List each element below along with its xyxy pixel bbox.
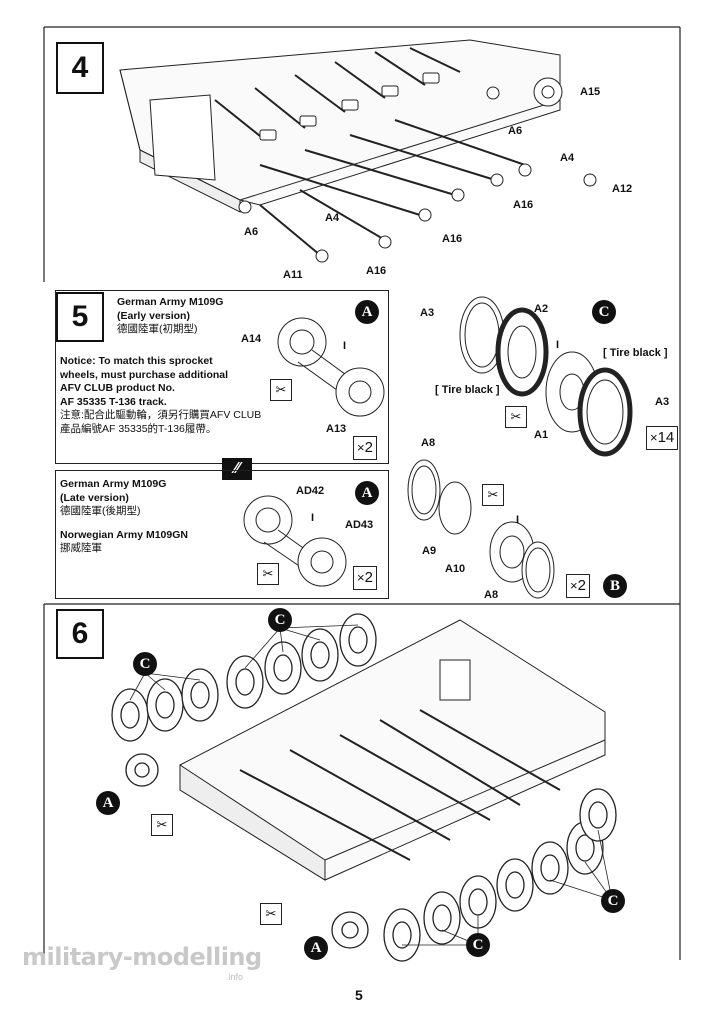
step4-torsion-bars: [214, 47, 526, 256]
step4-label-a6-right: A6: [508, 125, 523, 137]
road-wheel-label-i: I: [556, 339, 560, 351]
early-glue-cement-icon: ✂: [270, 379, 292, 401]
late-label-i: I: [311, 512, 315, 524]
early-title-cn: 德國陸軍(初期型): [117, 323, 198, 335]
notice-line-3: AFV CLUB product No.: [60, 382, 175, 394]
step6-hull: [179, 619, 606, 881]
step5-late-sprocket: [243, 495, 347, 587]
or-divider-icon: ⁄⁄: [222, 458, 252, 480]
step5-late-panel: [55, 470, 389, 599]
step5-early-sprocket: [277, 317, 385, 417]
page-number: 5: [355, 987, 363, 1003]
idler-label-i: I: [516, 514, 520, 526]
notice-cn-line-1: 注意:配合此驅動輪，須另行購買AFV CLUB: [60, 409, 262, 421]
step6-badge-c-top: C: [268, 608, 292, 632]
step4-label-a16-2: A16: [442, 233, 463, 245]
step6-badge-a-left: A: [96, 791, 120, 815]
idler-badge-b: B: [603, 574, 627, 598]
road-wheel-tire-black-left: [ Tire black ]: [435, 384, 500, 396]
step5-late-title: German Army M109G (Late version) 德國陸軍(後期…: [60, 478, 188, 556]
late-badge-a: A: [355, 481, 379, 505]
step4-label-a12: A12: [612, 183, 633, 195]
late-label-ad42: AD42: [296, 485, 325, 497]
step4-label-a11: A11: [283, 269, 303, 281]
step4-arms: [238, 72, 597, 263]
early-subtitle-en: (Early version): [117, 309, 190, 322]
step6-badge-a-bottom: A: [304, 936, 328, 960]
early-badge-a: A: [355, 300, 379, 324]
step4-label-a4-left: A4: [325, 212, 340, 224]
notice-line-1: Notice: To match this sprocket: [60, 355, 213, 367]
step6-glue-cement-icon-bottom: ✂: [260, 903, 282, 925]
idler-label-a10: A10: [445, 563, 466, 575]
road-wheel-label-a3-bottom: A3: [655, 396, 670, 408]
idler-glue-cement-icon: ✂: [482, 484, 504, 506]
road-wheel-label-a3-top: A3: [420, 307, 435, 319]
road-wheel-label-a2: A2: [534, 303, 549, 315]
late-title-cn: 德國陸軍(後期型): [60, 505, 141, 517]
idler-label-a8-top: A8: [421, 437, 436, 449]
step6-torsion-bars: [239, 709, 561, 861]
step5-number: 5: [56, 292, 104, 342]
step6-glue-cement-icon-left: ✂: [151, 814, 173, 836]
road-wheel-tire-black-right: [ Tire black ]: [603, 347, 668, 359]
step6-badge-c-right: C: [601, 889, 625, 913]
step6-badge-c-left: C: [133, 652, 157, 676]
step4-number: 4: [56, 42, 104, 94]
road-wheel-glue-cement-icon: ✂: [505, 406, 527, 428]
early-label-a14: A14: [241, 333, 262, 345]
step5-early-title: German Army M109G (Early version) 德國陸軍(初…: [117, 296, 223, 337]
late-title-en: German Army M109G: [60, 478, 167, 490]
idler-label-a8-bottom: A8: [484, 589, 499, 601]
idler-quantity: ×2: [566, 574, 590, 598]
late-title2-en: Norwegian Army M109GN: [60, 528, 188, 541]
step4-label-a16-3: A16: [366, 265, 387, 277]
step4-label-a15: A15: [580, 86, 601, 98]
road-wheel-label-a1: A1: [534, 429, 549, 441]
step4-label-a6-left: A6: [244, 226, 259, 238]
idler-label-a9: A9: [422, 545, 437, 557]
step5-idler: [407, 459, 555, 599]
late-title2-cn: 挪威陸軍: [60, 542, 102, 554]
watermark: military-modelling: [22, 943, 262, 971]
road-wheel-quantity: ×14: [646, 426, 679, 450]
step5-notice: Notice: To match this sprocket wheels, m…: [60, 355, 261, 436]
watermark-suffix: .info: [226, 972, 244, 982]
early-quantity: ×2: [353, 436, 377, 460]
step6-road-wheels: [111, 613, 617, 962]
late-subtitle-en: (Late version): [60, 491, 129, 504]
late-quantity: ×2: [353, 566, 377, 590]
step4-label-a16-1: A16: [513, 199, 534, 211]
road-wheel-badge-c: C: [592, 300, 616, 324]
step6-number: 6: [56, 609, 104, 659]
notice-cn-line-2: 產品編號AF 35335的T-136履帶。: [60, 422, 217, 435]
late-label-ad43: AD43: [345, 519, 374, 531]
early-label-i: I: [343, 340, 347, 352]
step4-label-a4-right: A4: [560, 152, 575, 164]
late-glue-cement-icon: ✂: [257, 563, 279, 585]
early-label-a13: A13: [326, 423, 347, 435]
early-title-en: German Army M109G: [117, 296, 224, 308]
notice-line-4: AF 35335 T-136 track.: [60, 395, 167, 408]
notice-line-2: wheels, must purchase additional: [60, 368, 229, 381]
step6-badge-c-bottom: C: [466, 933, 490, 957]
step5-road-wheel: [459, 296, 633, 457]
